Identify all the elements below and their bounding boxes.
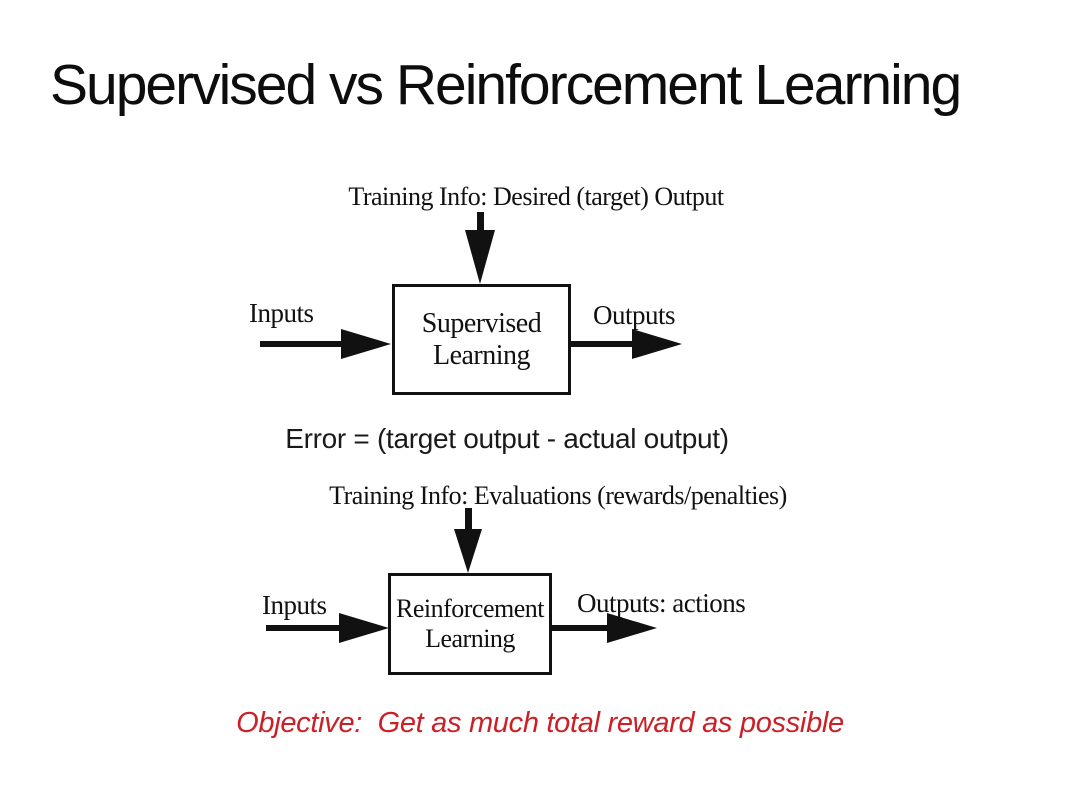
reinforcement-outputs-label: Outputs: actions: [577, 588, 746, 618]
supervised-learning-box: Supervised Learning: [392, 284, 571, 395]
reinforcement-output-arrow-right-icon: [552, 613, 657, 643]
supervised-inputs-label: Inputs: [249, 298, 314, 328]
supervised-box-label-line1: Supervised: [421, 307, 542, 339]
reinforcement-inputs-label: Inputs: [262, 590, 327, 620]
reinforcement-input-arrow-right-icon: [266, 613, 389, 643]
supervised-training-arrow-down-icon: [465, 212, 495, 284]
reinforcement-box-label-line1: Reinforcement: [396, 594, 545, 624]
supervised-training-info-label: Training Info: Desired (target) Output: [348, 182, 724, 211]
supervised-outputs-label: Outputs: [593, 300, 676, 330]
supervised-output-arrow-right-icon: [569, 329, 682, 359]
supervised-input-arrow-right-icon: [260, 329, 391, 359]
reinforcement-training-info-label: Training Info: Evaluations (rewards/pena…: [329, 481, 787, 510]
error-formula: Error = (target output - actual output): [285, 423, 729, 454]
reinforcement-learning-box: Reinforcement Learning: [388, 573, 552, 675]
supervised-box-label-line2: Learning: [432, 339, 531, 371]
reinforcement-box-label-line2: Learning: [425, 624, 515, 653]
slide-title: Supervised vs Reinforcement Learning: [50, 53, 962, 117]
objective-text: Objective: Get as much total reward as p…: [236, 707, 844, 739]
reinforcement-training-arrow-down-icon: [454, 508, 482, 573]
